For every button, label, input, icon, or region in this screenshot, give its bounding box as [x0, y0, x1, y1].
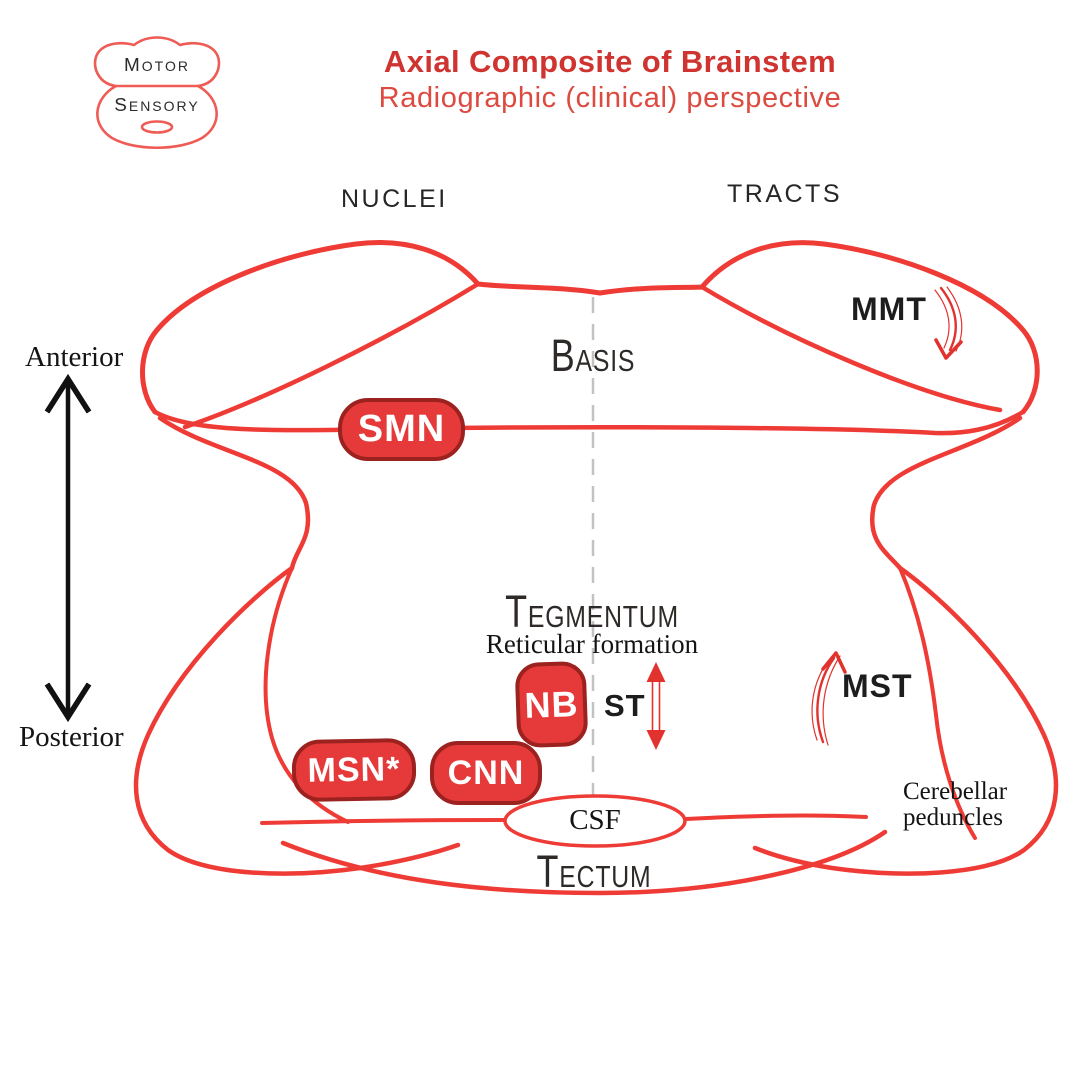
nucleus-msn: MSN* — [291, 737, 417, 803]
tectum-label: Tectum — [536, 846, 652, 897]
csf-label: CSF — [569, 804, 621, 836]
legend-sensory-label: Sensory — [114, 95, 200, 116]
motor-sensory-legend: Motor Sensory — [72, 28, 242, 153]
anterior-posterior-arrow-icon — [44, 373, 92, 723]
page-subtitle: Radiographic (clinical) perspective — [378, 82, 842, 114]
basis-label: Basis — [550, 330, 636, 381]
mst-ascending-arrow-icon — [811, 651, 847, 746]
column-header-tracts: TRACTS — [727, 180, 842, 208]
tegmentum-label: Tegmentum — [505, 586, 679, 637]
nucleus-cnn: CNN — [430, 741, 542, 805]
mmt-descending-arrow-icon — [934, 286, 963, 360]
nucleus-smn: SMN — [338, 398, 465, 461]
csf-ellipse — [503, 794, 687, 848]
cnn-label: CNN — [447, 753, 525, 792]
brainstem-mini-icon — [93, 36, 221, 150]
page-title: Axial Composite of Brainstem — [383, 44, 837, 79]
nb-label: NB — [523, 682, 580, 726]
cerebellar-peduncles-line2: peduncles — [903, 804, 1003, 831]
cerebellar-peduncles-line1: Cerebellar — [903, 778, 1008, 805]
legend-motor-label: Motor — [124, 55, 190, 76]
reticular-formation-label: Reticular formation — [485, 629, 699, 659]
nucleus-nb: NB — [514, 660, 589, 749]
posterior-label: Posterior — [19, 721, 124, 753]
st-bidirectional-arrow-icon — [646, 662, 666, 750]
cerebellar-peduncles-label: Cerebellar peduncles — [903, 779, 1007, 831]
mmt-tract-label: MMT — [851, 291, 927, 327]
anterior-label: Anterior — [25, 341, 124, 373]
msn-label: MSN* — [307, 749, 401, 790]
column-header-nuclei: NUCLEI — [341, 185, 448, 213]
st-tract-label: ST — [604, 688, 646, 723]
brainstem-outline — [133, 240, 1059, 896]
mst-tract-label: MST — [842, 668, 913, 704]
smn-label: SMN — [357, 408, 446, 450]
